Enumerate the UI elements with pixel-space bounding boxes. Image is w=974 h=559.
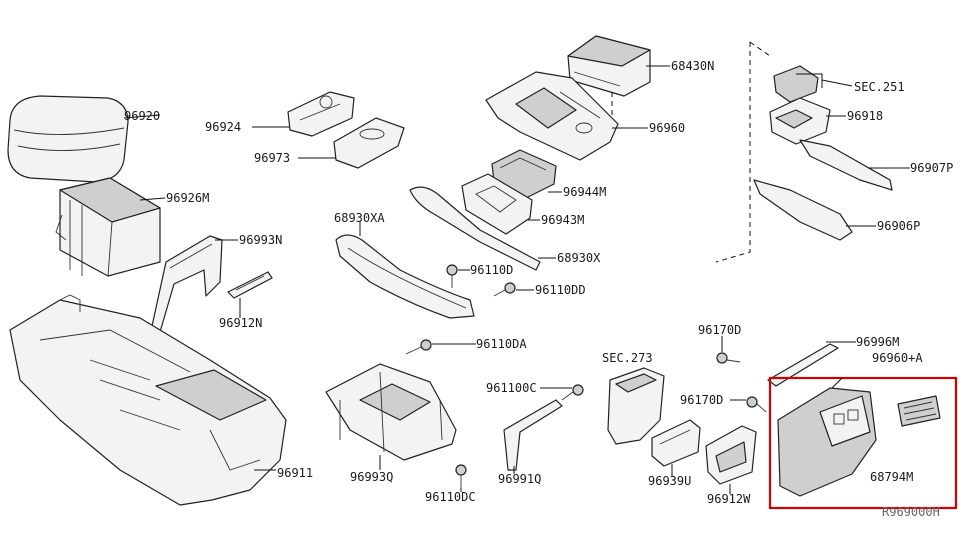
highlight-box <box>768 376 958 510</box>
part-storage-box <box>55 177 161 277</box>
callout-96993Q: 96993Q <box>350 470 393 484</box>
part-upper-panel <box>485 71 619 161</box>
part-display-module <box>567 35 651 97</box>
part-bracket-96924 <box>287 91 355 137</box>
callout-96991Q: 96991Q <box>498 472 541 486</box>
callout-96943M: 96943M <box>541 213 584 227</box>
dash-section-right <box>715 42 751 263</box>
part-screw-961100C <box>561 384 584 401</box>
leader-96920 <box>123 114 161 119</box>
callout-96939U: 96939U <box>648 474 691 488</box>
callout-96110DA: 96110DA <box>476 337 527 351</box>
part-switch-cluster-96918 <box>769 65 831 145</box>
part-bracket-96939U <box>651 419 701 467</box>
part-screw-96110D <box>446 264 458 288</box>
callout-68930XA: 68930XA <box>334 211 385 225</box>
callout-96924: 96924 <box>205 120 241 134</box>
callout-96110D: 96110D <box>470 263 513 277</box>
callout-96911: 96911 <box>277 466 313 480</box>
part-vent-68794M <box>897 395 941 427</box>
dash-section-right-top <box>749 41 771 57</box>
part-trim-96906P <box>753 179 853 241</box>
callout-68930X: 68930X <box>557 251 601 265</box>
part-bracket-96912W <box>705 425 757 485</box>
diagram-id: R969000H <box>882 505 940 519</box>
callout-961100C: 961100C <box>486 381 537 395</box>
part-bezel-96943M <box>461 173 533 235</box>
part-screw-96110DD <box>493 282 516 297</box>
callout-96944M: 96944M <box>563 185 606 199</box>
callout-96996M: 96996M <box>856 335 899 349</box>
callout-96110DC: 96110DC <box>425 490 476 504</box>
callout-68430N: 68430N <box>671 59 714 73</box>
callout-96170D-a: 96170D <box>698 323 741 337</box>
part-frame-96993Q <box>325 363 457 461</box>
leader-SEC251 <box>796 73 853 88</box>
part-finisher-68930XA <box>335 234 475 319</box>
part-screw-96170D-a <box>716 352 741 364</box>
leader-96926M <box>139 197 166 201</box>
callout-SEC251: SEC.251 <box>854 80 905 94</box>
callout-96907P: 96907P <box>910 161 953 175</box>
part-bracket-96993N <box>151 235 223 333</box>
callout-SEC273: SEC.273 <box>602 351 653 365</box>
callout-96973: 96973 <box>254 151 290 165</box>
part-bar-96996M <box>767 343 839 387</box>
part-finisher-68930X <box>409 186 541 271</box>
part-screw-96110DC <box>455 464 467 488</box>
callout-96993N: 96993N <box>239 233 282 247</box>
part-screw-96170D-b <box>746 396 767 413</box>
callout-96912N: 96912N <box>219 316 262 330</box>
callout-96918: 96918 <box>847 109 883 123</box>
part-tray-96973 <box>333 117 405 169</box>
part-rear-panel-96960A <box>777 377 877 497</box>
part-armrest-lid <box>7 95 129 183</box>
callout-96912W: 96912W <box>707 492 751 506</box>
part-bracket-96991Q <box>503 399 563 471</box>
part-bracket-96912N <box>227 271 273 299</box>
callout-96920: 96920 <box>124 109 160 123</box>
callout-96960: 96960 <box>649 121 685 135</box>
callout-96926M: 96926M <box>166 191 209 205</box>
part-console-body <box>9 294 287 506</box>
part-screw-96110DA <box>405 339 432 355</box>
callout-96170D-b: 96170D <box>680 393 723 407</box>
part-trim-96907P <box>799 139 893 191</box>
part-sec273-module <box>607 367 665 445</box>
callout-96110DD: 96110DD <box>535 283 586 297</box>
callout-96906P: 96906P <box>877 219 920 233</box>
callout-96960A: 96960+A <box>872 351 923 365</box>
callout-68794M: 68794M <box>870 470 913 484</box>
